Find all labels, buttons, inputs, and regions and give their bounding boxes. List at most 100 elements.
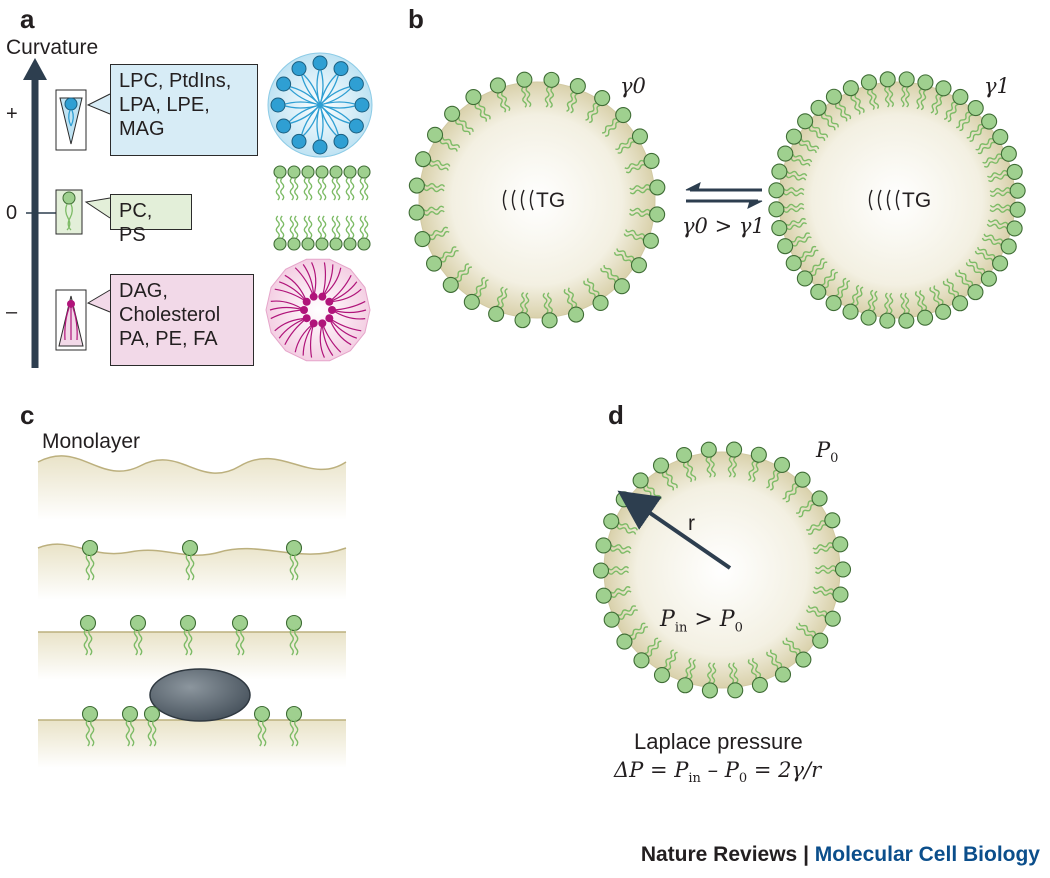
lipid-head: [633, 652, 650, 669]
lipid-head: [129, 614, 147, 632]
lipid-tail: [711, 662, 717, 684]
lipid-tail: [689, 659, 696, 680]
lipid-tail: [428, 226, 449, 236]
lipid-tail: [983, 157, 1004, 168]
lipid-tail: [289, 628, 294, 656]
lipid-tail: [477, 279, 489, 298]
tg-label-right: TG: [902, 189, 932, 212]
lipid-tail: [289, 177, 294, 201]
lipid-tail: [524, 292, 530, 314]
lipid-tail: [188, 628, 193, 656]
radius-arrow: [617, 490, 732, 570]
lipid-tail: [308, 177, 313, 201]
lipid-head: [785, 128, 802, 145]
inner-p: P: [660, 607, 675, 632]
lipid-tail: [359, 177, 364, 201]
lipid-head: [967, 100, 984, 117]
lipid-tail: [609, 548, 631, 554]
lipid-tail: [798, 503, 815, 518]
lipid-tail: [85, 553, 90, 581]
tick-label-zero: 0: [6, 202, 18, 224]
lipid-tail: [275, 215, 280, 239]
lipid-head: [329, 237, 343, 251]
lipid-head: [488, 305, 505, 322]
inverted-micelle-head: [309, 319, 318, 328]
lipid-head: [677, 677, 694, 694]
lipid-tail: [813, 586, 835, 592]
lipid-head: [777, 238, 794, 255]
lipid-tail: [322, 215, 327, 239]
inner-p-subscript: in: [674, 620, 688, 636]
lipid-tail: [812, 590, 834, 596]
lipid-head: [652, 457, 670, 474]
lipid-head: [842, 303, 859, 320]
lipid-head: [768, 201, 785, 218]
lipid-tail: [457, 266, 472, 282]
lipid-tail: [855, 286, 864, 307]
micelle-head: [348, 76, 364, 92]
inverted-micelle-head: [318, 319, 327, 328]
lipid-tail: [617, 605, 637, 616]
lipid-tail: [987, 169, 1008, 178]
lipid-tail: [884, 86, 890, 108]
lipid-tail: [615, 137, 633, 150]
lipid-tail: [682, 462, 693, 483]
lipid-head: [427, 126, 444, 143]
journal-name: Nature Reviews: [640, 843, 798, 866]
lipid-tail: [809, 258, 825, 273]
lipid-tail: [988, 174, 1009, 183]
lipid-group-negative-line: PA, PE, FA: [119, 328, 218, 350]
lipid-tail: [629, 188, 651, 195]
lipid-tail: [665, 470, 678, 489]
inner-p0: P: [719, 607, 735, 632]
lipid-tail: [336, 177, 341, 201]
lipid-tail: [587, 278, 600, 296]
lipid-head: [630, 257, 647, 274]
lipid-group-positive-line: LPC, PtdIns,: [119, 70, 232, 92]
micelle-head: [333, 133, 349, 149]
lipid-head: [642, 232, 659, 249]
micelle-head: [354, 97, 370, 113]
lipid-tail: [919, 290, 928, 311]
lipid-head: [425, 255, 443, 272]
eq-sub-in: in: [688, 771, 701, 787]
lipid-tail: [783, 207, 805, 213]
lipid-tail: [792, 154, 813, 163]
lipid-head: [992, 128, 1009, 145]
inner-p0-subscript: 0: [734, 620, 743, 636]
lipid-tail: [331, 177, 336, 201]
lipid-tail: [747, 659, 757, 679]
lipid-tail: [496, 92, 507, 113]
lipid-head: [79, 614, 97, 632]
lipid-head: [649, 206, 666, 223]
lipid-tail: [933, 285, 944, 305]
lipid-tail: [820, 114, 836, 131]
lipid-head: [643, 152, 660, 169]
lipid-tail: [934, 95, 943, 116]
laplace-equation: ΔP = Pin – P0 = 2γ/r: [614, 758, 821, 791]
lipid-tail: [521, 86, 527, 108]
lipid-tail: [920, 89, 927, 111]
lipid-head: [1000, 238, 1017, 255]
lipid-tail: [790, 232, 811, 243]
lipid-head: [285, 614, 303, 632]
lipid-tail: [663, 649, 674, 669]
lipid-tail: [317, 177, 322, 201]
lipid-head: [613, 278, 630, 295]
lipid-tail: [88, 628, 93, 656]
inverted-micelle-head: [318, 292, 327, 301]
lipid-tail: [989, 203, 1011, 209]
lipid-tail: [942, 280, 956, 299]
lipid-tail: [801, 249, 819, 263]
lipid-tail: [566, 91, 574, 112]
lipid-tail: [813, 546, 834, 554]
lipid-tail: [289, 553, 294, 581]
lipid-head: [898, 312, 915, 329]
lipid-tail: [519, 291, 525, 314]
lipid-tail: [807, 605, 828, 614]
lipid-tail: [728, 662, 735, 684]
lipid-tail: [808, 127, 826, 141]
lipid-tail: [629, 184, 651, 190]
lipid-head: [700, 441, 717, 458]
lipid-tail: [854, 93, 865, 114]
